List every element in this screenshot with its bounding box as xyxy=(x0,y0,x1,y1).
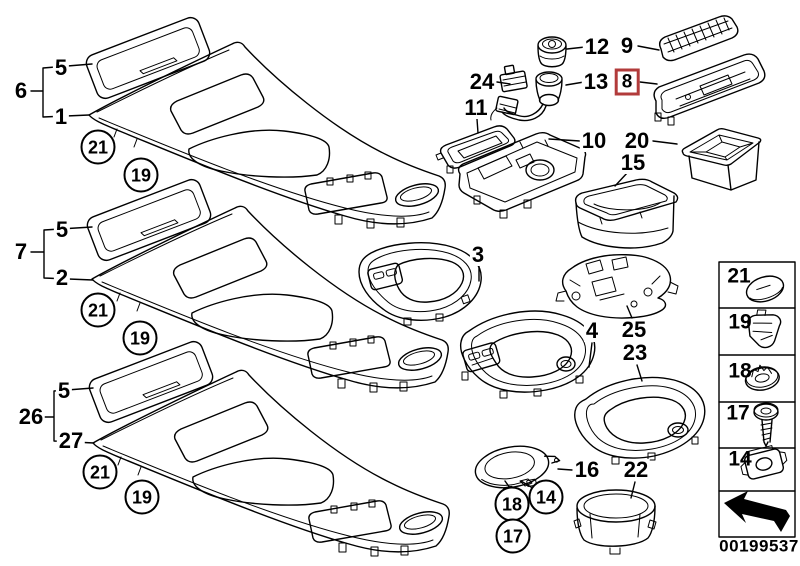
callout-lid-asm1[interactable]: 5 xyxy=(52,55,70,80)
part-13-drawing xyxy=(490,71,563,122)
callout-17[interactable]: 17 xyxy=(495,518,531,554)
legend-label-18[interactable]: 18 xyxy=(728,359,752,383)
callout-cap-asm1[interactable]: 21 xyxy=(80,129,116,165)
part-8-drawing xyxy=(653,53,766,126)
callout-13[interactable]: 13 xyxy=(581,69,611,94)
callout-9[interactable]: 9 xyxy=(618,33,636,58)
callout-20[interactable]: 20 xyxy=(622,128,652,153)
part-20-drawing xyxy=(681,127,762,191)
callout-cap-asm2[interactable]: 21 xyxy=(80,292,116,328)
part-10-drawing xyxy=(457,132,587,219)
callout-3[interactable]: 3 xyxy=(469,242,487,267)
direction-arrow-icon xyxy=(724,491,790,532)
callout-10[interactable]: 10 xyxy=(579,128,609,153)
callout-clip-asm3[interactable]: 19 xyxy=(124,479,160,515)
callout-16[interactable]: 16 xyxy=(572,457,602,482)
part-5-lid-drawing-1 xyxy=(83,14,213,102)
part-5-lid-drawing-3 xyxy=(86,338,216,426)
callout-22[interactable]: 22 xyxy=(621,457,651,482)
part-22-drawing xyxy=(573,489,657,555)
callout-24[interactable]: 24 xyxy=(467,69,497,94)
callout-panel-asm2[interactable]: 2 xyxy=(53,265,71,290)
callout-group-asm3[interactable]: 26 xyxy=(16,404,46,429)
legend-label-14[interactable]: 14 xyxy=(728,447,752,471)
callout-15[interactable]: 15 xyxy=(618,150,648,175)
callout-clip-asm1[interactable]: 19 xyxy=(123,157,159,193)
part-23-drawing xyxy=(574,376,706,465)
part-2-panel-drawing xyxy=(91,205,449,393)
screw-icon xyxy=(753,402,779,447)
push-nut-icon xyxy=(744,364,780,391)
bracket-group-6 xyxy=(30,63,93,118)
part-4-drawing xyxy=(459,310,596,399)
cage-nut-icon xyxy=(740,445,788,480)
legend-label-21[interactable]: 21 xyxy=(727,264,751,288)
bracket-group-7 xyxy=(30,226,94,281)
callout-lid-asm3[interactable]: 5 xyxy=(55,378,73,403)
callout-group-asm2[interactable]: 7 xyxy=(12,239,30,264)
callout-18[interactable]: 18 xyxy=(494,486,530,522)
part-25-drawing xyxy=(555,253,679,319)
part-11-drawing xyxy=(435,125,516,174)
legend-box xyxy=(718,261,796,538)
callout-panel-asm1[interactable]: 1 xyxy=(52,104,70,129)
callout-lid-asm2[interactable]: 5 xyxy=(53,217,71,242)
part-9-drawing xyxy=(658,15,739,62)
clip-icon xyxy=(747,309,782,349)
callout-clip-asm2[interactable]: 19 xyxy=(122,320,158,356)
legend-label-17[interactable]: 17 xyxy=(726,401,750,425)
callout-23[interactable]: 23 xyxy=(620,340,650,365)
part-3-drawing xyxy=(358,242,482,326)
callout-4[interactable]: 4 xyxy=(583,318,601,343)
part-24-drawing xyxy=(499,64,528,93)
part-15-drawing xyxy=(574,178,679,249)
callout-cap-asm3[interactable]: 21 xyxy=(82,454,118,490)
callout-11[interactable]: 11 xyxy=(462,95,490,120)
callout-12[interactable]: 12 xyxy=(582,34,612,59)
document-number: 00199537 xyxy=(719,536,799,556)
callout-group-asm1[interactable]: 6 xyxy=(12,78,30,103)
callout-panel-asm3[interactable]: 27 xyxy=(56,428,86,453)
callout-14[interactable]: 14 xyxy=(528,479,564,515)
bracket-group-26 xyxy=(43,387,95,444)
callout-8-selected[interactable]: 8 xyxy=(614,68,640,96)
part-12-drawing xyxy=(537,36,567,68)
legend-label-19[interactable]: 19 xyxy=(728,310,752,334)
cap-icon xyxy=(745,275,785,303)
callout-25[interactable]: 25 xyxy=(619,317,649,342)
